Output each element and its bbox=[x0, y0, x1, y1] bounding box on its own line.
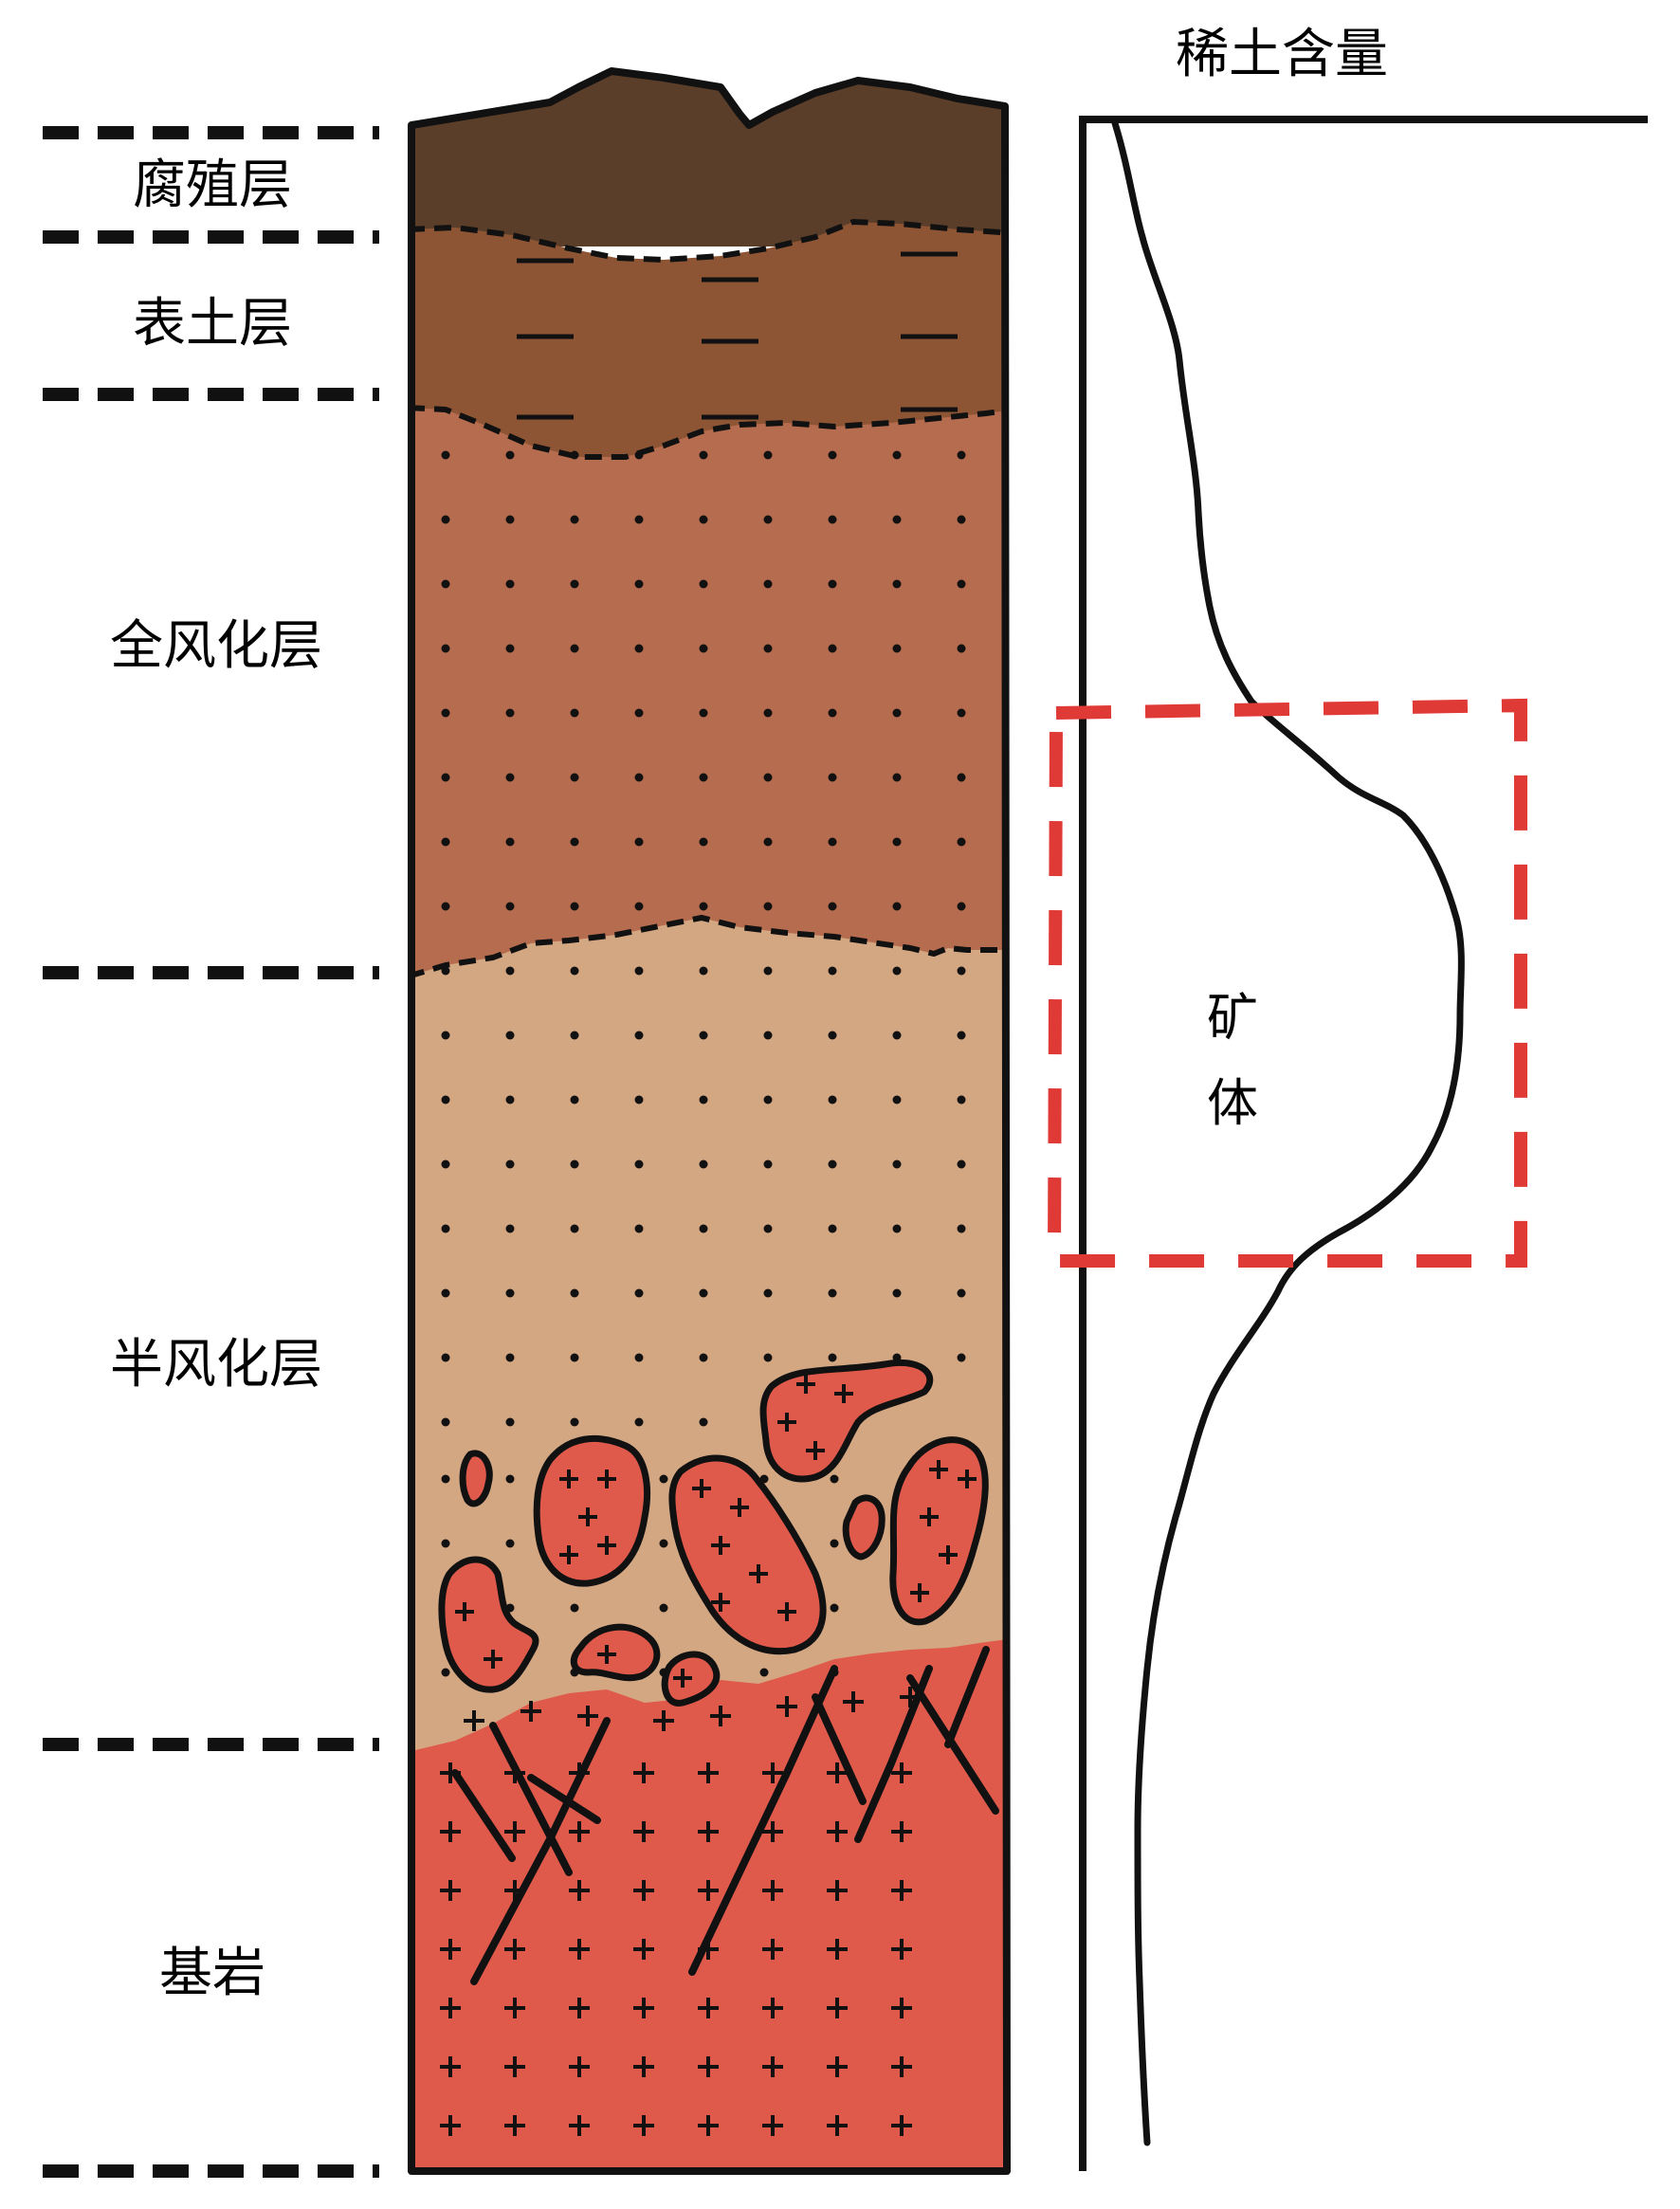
fully-semi-boundary bbox=[411, 914, 1007, 979]
corestones bbox=[438, 1359, 989, 1707]
corestone bbox=[570, 1623, 661, 1682]
bedrock-joints bbox=[451, 1646, 999, 1985]
fully-weathered-layer bbox=[411, 408, 1007, 995]
layer-boundary-markers bbox=[43, 126, 379, 2178]
topsoil-layer bbox=[411, 222, 1007, 474]
ree-content-axis bbox=[1079, 116, 1648, 2171]
label-semi-weathered-layer: 半风化层 bbox=[110, 1334, 322, 1396]
corestone-cross-pattern bbox=[455, 1375, 977, 1688]
ore-body-label-2: 体 bbox=[1207, 1073, 1258, 1133]
label-bedrock: 基岩 bbox=[159, 1943, 265, 2004]
topsoil-fully-boundary bbox=[411, 405, 1007, 460]
label-topsoil-layer: 表土层 bbox=[133, 293, 292, 355]
ore-body-box bbox=[1047, 698, 1527, 1268]
ree-content-curve bbox=[1111, 119, 1465, 2146]
label-humus-layer: 腐殖层 bbox=[133, 155, 292, 216]
bedrock-layer bbox=[411, 1638, 1007, 2171]
label-fully-weathered-layer: 全风化层 bbox=[110, 615, 322, 677]
topsoil-dash-pattern bbox=[517, 251, 958, 420]
axis-title-ree-content: 稀土含量 bbox=[1176, 24, 1388, 85]
corestone bbox=[889, 1436, 989, 1626]
soil-column bbox=[411, 71, 1007, 2171]
ore-body-label-1: 矿 bbox=[1207, 988, 1258, 1048]
column-outline bbox=[408, 67, 1011, 2175]
corestone bbox=[533, 1434, 650, 1587]
corestone bbox=[842, 1494, 886, 1561]
corestone bbox=[459, 1450, 493, 1507]
corestone bbox=[438, 1556, 539, 1693]
